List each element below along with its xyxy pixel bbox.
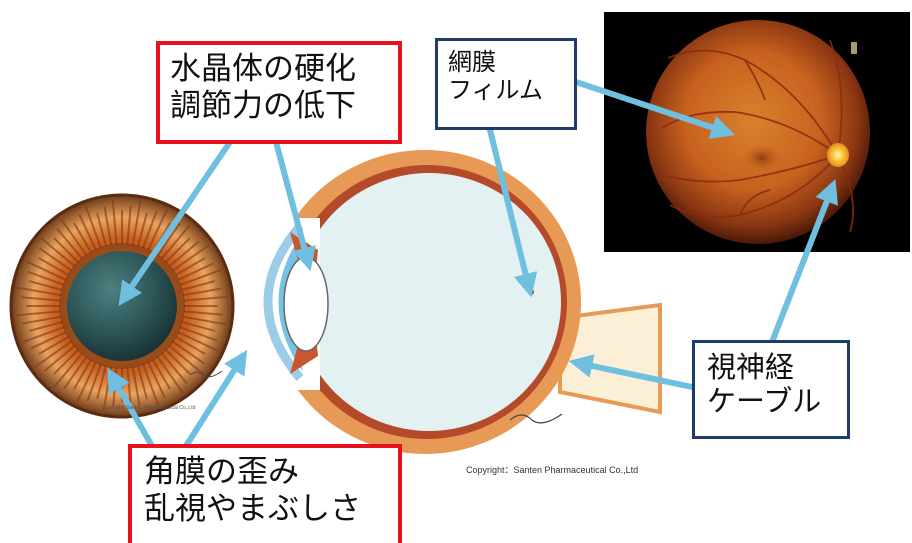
macula xyxy=(742,144,782,172)
iris-fiber xyxy=(142,363,160,406)
iris-fiber xyxy=(183,295,228,302)
iris-fiber xyxy=(182,315,227,326)
iris-fiber xyxy=(22,315,62,325)
iris-fiber xyxy=(56,227,83,260)
iris-fiber xyxy=(131,366,141,406)
iris-fiber xyxy=(175,336,206,355)
iris-fiber xyxy=(86,363,102,402)
iris-fiber xyxy=(156,222,181,256)
iris-fiber xyxy=(53,237,79,263)
iris-fiber xyxy=(25,260,67,281)
iris-copyright: Copyright: Santen Pharmaceutical Co.,Ltd xyxy=(102,405,196,411)
iris-fiber xyxy=(73,222,92,253)
iris-fiber xyxy=(172,340,206,365)
arrow-retina-to-eye xyxy=(487,127,538,298)
iris-fiber xyxy=(182,287,222,297)
iris-fiber xyxy=(156,356,184,394)
arrow-cornea-to-iris xyxy=(107,367,155,449)
iris-illustration xyxy=(9,193,235,419)
iris-fiber xyxy=(53,352,83,388)
lens-label-box: 水晶体の硬化 調節力の低下 xyxy=(156,41,402,144)
iris-fiber xyxy=(40,237,76,267)
lens-label-line2: 調節力の低下 xyxy=(170,87,356,124)
iris-fiber xyxy=(161,224,191,260)
iris-fiber xyxy=(179,326,218,342)
iris-fiber xyxy=(38,247,72,272)
optic-nerve-label-box: 視神経 ケーブル xyxy=(692,340,850,439)
arrow-lens-to-crystalline-lens xyxy=(273,139,316,272)
pupil-lens xyxy=(67,251,177,361)
iris-fiber xyxy=(17,286,62,297)
fundus-photo xyxy=(604,12,910,252)
iris-fiber xyxy=(22,326,65,344)
retinal-vessels xyxy=(661,39,855,233)
eye-cross-section xyxy=(189,150,662,454)
optic-disc xyxy=(827,143,849,167)
iris-fiber xyxy=(126,205,132,245)
iris-fiber xyxy=(142,210,158,249)
iris-fiber xyxy=(43,345,76,372)
arrow-cornea-to-cornea xyxy=(183,349,248,449)
iris-fiber xyxy=(183,310,223,316)
iris-fiber xyxy=(137,213,148,247)
iris-fiber xyxy=(137,365,148,399)
iris-fiber xyxy=(53,349,79,375)
iris-fiber xyxy=(147,361,166,398)
iris-fiber xyxy=(181,321,215,332)
iris-fiber xyxy=(111,200,118,245)
eye-copyright: Copyright：Santen Pharmaceutical Co.,Ltd xyxy=(466,465,639,475)
iris-fiber xyxy=(165,349,191,375)
iris-fiber xyxy=(147,209,168,251)
iris-fiber xyxy=(165,237,191,263)
retina-label-box: 網膜 フィルム xyxy=(435,38,577,130)
iris-fiber xyxy=(63,356,88,390)
iris-fiber xyxy=(172,244,210,272)
iris-fiber xyxy=(179,268,222,286)
retina-label-line2: フィルム xyxy=(448,76,544,105)
retina-label-line1: 網膜 xyxy=(448,48,496,76)
iris-fiber xyxy=(152,359,171,390)
optic-nerve-label-line2: ケーブル xyxy=(707,384,822,419)
iris-fiber xyxy=(73,359,92,390)
iris-fiber xyxy=(26,270,65,286)
iris-fiber xyxy=(175,257,206,276)
iris-fiber xyxy=(177,331,219,352)
cornea-label-line2: 乱視やまぶしさ xyxy=(144,490,361,527)
iris-fiber xyxy=(96,213,107,247)
iris-fiber xyxy=(29,280,63,291)
iris-fiber xyxy=(84,206,102,249)
iris-fiber xyxy=(168,240,201,267)
iris-fiber xyxy=(168,345,204,375)
iris-fiber xyxy=(30,331,67,350)
arrow-lens-to-pupil xyxy=(118,139,233,306)
iris-fiber xyxy=(78,214,97,251)
cornea-label-line1: 角膜の歪み xyxy=(144,454,299,490)
iris-fiber xyxy=(38,336,69,355)
cornea-label-box: 角膜の歪み 乱視やまぶしさ xyxy=(128,444,402,543)
arrow-nerve-to-optic-nerve xyxy=(568,354,695,390)
iris-fiber xyxy=(96,365,107,399)
vitreous-body xyxy=(297,173,561,431)
iris-fiber xyxy=(103,206,113,246)
lens-label-line1: 水晶体の硬化 xyxy=(170,51,356,87)
cornea xyxy=(263,223,304,381)
iris-fiber xyxy=(76,361,97,403)
crystalline-lens xyxy=(283,256,329,352)
iris-fiber xyxy=(29,321,63,332)
iris-fiber xyxy=(21,296,61,302)
iris-fiber xyxy=(181,280,215,291)
iris-fiber xyxy=(16,310,61,317)
iris-fiber xyxy=(131,201,142,246)
iris-fiber xyxy=(161,352,188,385)
iris-fiber xyxy=(177,262,214,281)
iris-fiber xyxy=(38,257,69,276)
iris-fiber xyxy=(34,340,72,368)
optic-nerve-label-line1: 視神経 xyxy=(707,350,795,384)
arrow-nerve-to-disc xyxy=(769,179,838,345)
iris-fiber xyxy=(60,218,88,256)
arrow-retina-to-fundus xyxy=(555,73,736,139)
